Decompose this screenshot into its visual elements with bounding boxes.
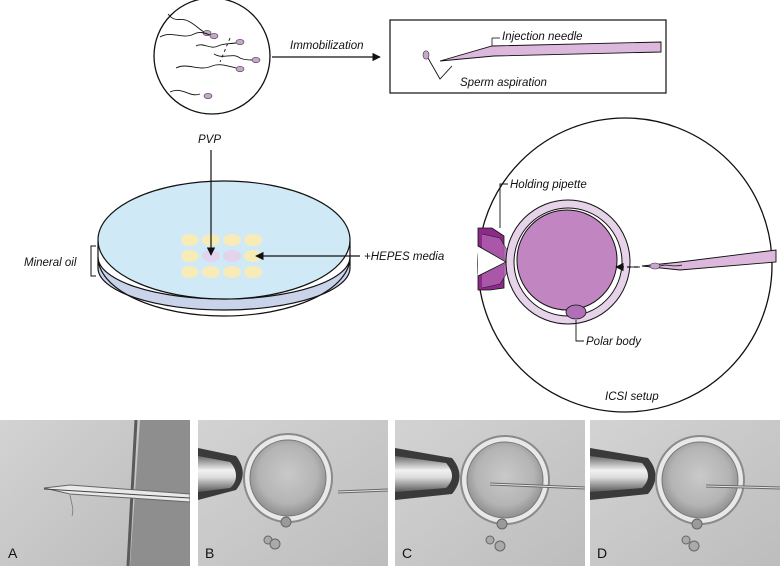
- mineral-oil-label: Mineral oil: [24, 257, 77, 269]
- sperm-suspension-circle: [153, 0, 271, 115]
- photo-panel-c: C: [395, 420, 585, 566]
- injection-needle: [439, 41, 662, 62]
- polar-body: [565, 304, 587, 320]
- injection-needle-label: Injection needle: [502, 31, 583, 43]
- panel-letter: D: [597, 545, 607, 561]
- media-droplet: [223, 234, 241, 246]
- hepes-media-label: +HEPES media: [364, 251, 444, 263]
- icsi-setup-circle: Holding pipette Polar body ICSI setup: [477, 117, 777, 413]
- sperm-tail: [427, 57, 453, 80]
- icsi-injection-needle: [641, 249, 777, 271]
- media-droplet: [244, 266, 262, 278]
- oocyte: [516, 209, 618, 311]
- mineral-oil-bracket: [90, 245, 96, 277]
- pvp-droplet: [202, 250, 220, 262]
- dish-side: [97, 256, 351, 311]
- injection-needle-box: Injection needle Sperm aspiration: [389, 19, 667, 94]
- sperm-cell: [195, 39, 245, 48]
- sperm-aspiration-label: Sperm aspiration: [460, 77, 547, 89]
- pvp-droplet: [223, 250, 241, 262]
- media-droplet: [181, 234, 199, 246]
- pvp-label: PVP: [198, 134, 221, 146]
- media-droplet: [244, 234, 262, 246]
- media-droplet: [181, 250, 199, 262]
- sperm-head: [422, 50, 430, 60]
- panel-letter: B: [205, 545, 214, 561]
- sperm-cell: [175, 64, 245, 72]
- immobilization-label: Immobilization: [290, 40, 364, 52]
- sperm-cell: [159, 32, 219, 39]
- droplet-grid: [181, 234, 262, 278]
- panel-letter: A: [8, 545, 18, 561]
- media-droplet: [202, 266, 220, 278]
- photo-panel-d: D: [590, 420, 780, 566]
- media-droplet: [181, 266, 199, 278]
- icsi-setup-label: ICSI setup: [605, 391, 659, 403]
- sperm-cell: [169, 89, 213, 99]
- sperm-in-needle: [649, 262, 661, 270]
- holding-pipette-label: Holding pipette: [510, 179, 587, 191]
- photo-panel-a: A: [0, 420, 190, 566]
- photo-panel-b: B: [198, 420, 388, 566]
- immobilization-cut-line: [219, 37, 231, 63]
- media-droplet: [223, 266, 241, 278]
- culture-dish: [97, 180, 351, 317]
- polar-body-label: Polar body: [586, 336, 642, 348]
- panel-letter: C: [402, 545, 412, 561]
